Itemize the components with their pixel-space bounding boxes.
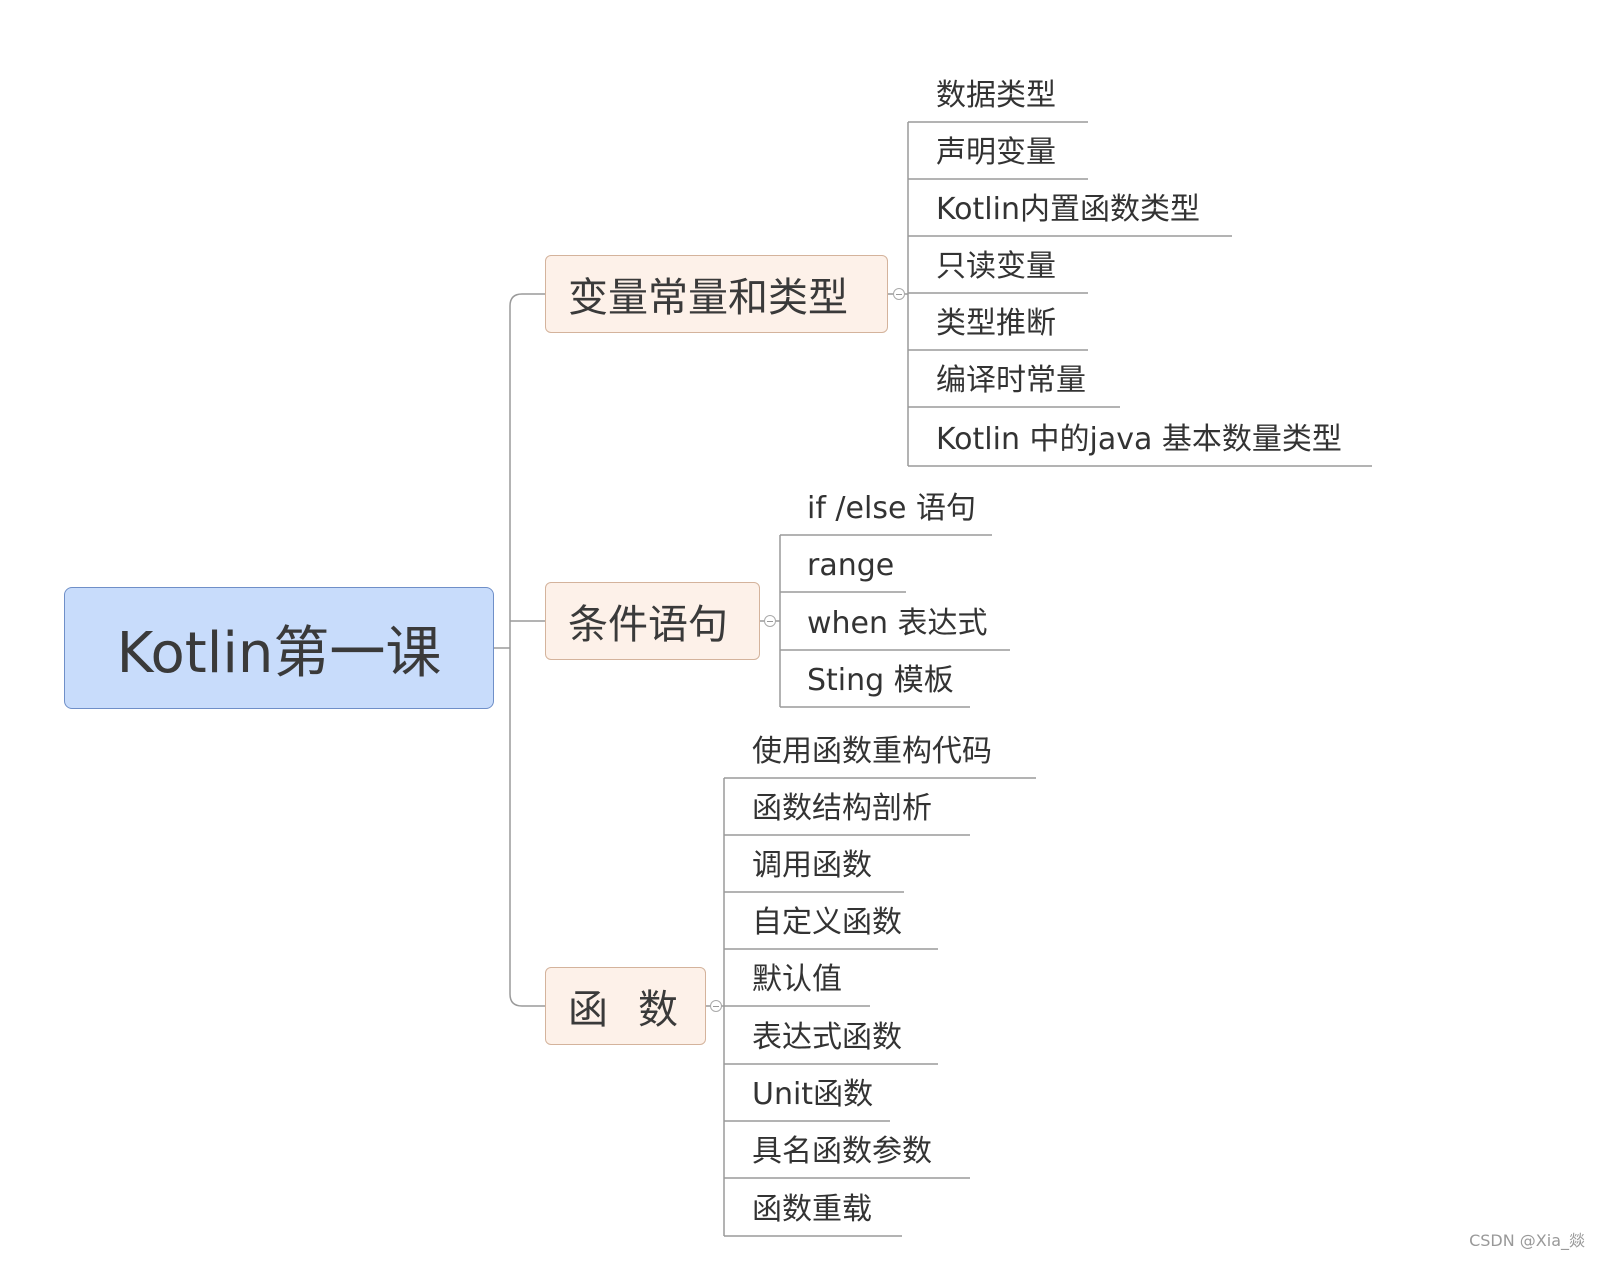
leaf-unit-function[interactable]: Unit函数 — [752, 1077, 874, 1112]
collapse-toggle-icon[interactable] — [893, 288, 905, 300]
leaf-default-value[interactable]: 默认值 — [752, 962, 842, 997]
leaf-string-template[interactable]: Sting 模板 — [807, 663, 954, 698]
leaf-refactor-with-functions[interactable]: 使用函数重构代码 — [752, 734, 992, 769]
branch-node-functions[interactable]: 函数 — [545, 967, 706, 1045]
branch-node-conditions[interactable]: 条件语句 — [545, 582, 760, 660]
watermark-text: CSDN @Xia_燚 — [1469, 1231, 1585, 1250]
branch-node-label: 函数 — [568, 987, 708, 1033]
leaf-data-types[interactable]: 数据类型 — [936, 78, 1056, 113]
leaf-if-else[interactable]: if /else 语句 — [807, 491, 976, 526]
branch-node-label: 条件语句 — [568, 602, 728, 648]
branch-node-variables[interactable]: 变量常量和类型 — [545, 255, 888, 333]
leaf-declare-variable[interactable]: 声明变量 — [936, 135, 1056, 170]
branch-3-children-lines — [706, 777, 1036, 1237]
collapse-toggle-icon[interactable] — [764, 615, 776, 627]
branch-1-children-lines — [888, 121, 1372, 467]
leaf-java-basic-types[interactable]: Kotlin 中的java 基本数量类型 — [936, 422, 1342, 457]
collapse-toggle-icon[interactable] — [710, 1000, 722, 1012]
leaf-function-overload[interactable]: 函数重载 — [752, 1192, 872, 1227]
trunk-connector — [509, 293, 545, 1007]
root-node-label: Kotlin第一课 — [116, 620, 442, 686]
leaf-function-anatomy[interactable]: 函数结构剖析 — [752, 791, 932, 826]
root-node[interactable]: Kotlin第一课 — [64, 587, 494, 709]
leaf-named-arguments[interactable]: 具名函数参数 — [752, 1134, 932, 1169]
leaf-expression-function[interactable]: 表达式函数 — [752, 1020, 902, 1055]
leaf-range[interactable]: range — [807, 548, 895, 583]
leaf-readonly-variable[interactable]: 只读变量 — [936, 249, 1056, 284]
branch-node-label: 变量常量和类型 — [568, 275, 848, 321]
leaf-compile-constant[interactable]: 编译时常量 — [936, 363, 1086, 398]
leaf-type-inference[interactable]: 类型推断 — [936, 306, 1056, 341]
leaf-builtin-types[interactable]: Kotlin内置函数类型 — [936, 192, 1200, 227]
leaf-call-function[interactable]: 调用函数 — [752, 848, 872, 883]
leaf-custom-function[interactable]: 自定义函数 — [752, 905, 902, 940]
leaf-when-expression[interactable]: when 表达式 — [807, 606, 988, 641]
